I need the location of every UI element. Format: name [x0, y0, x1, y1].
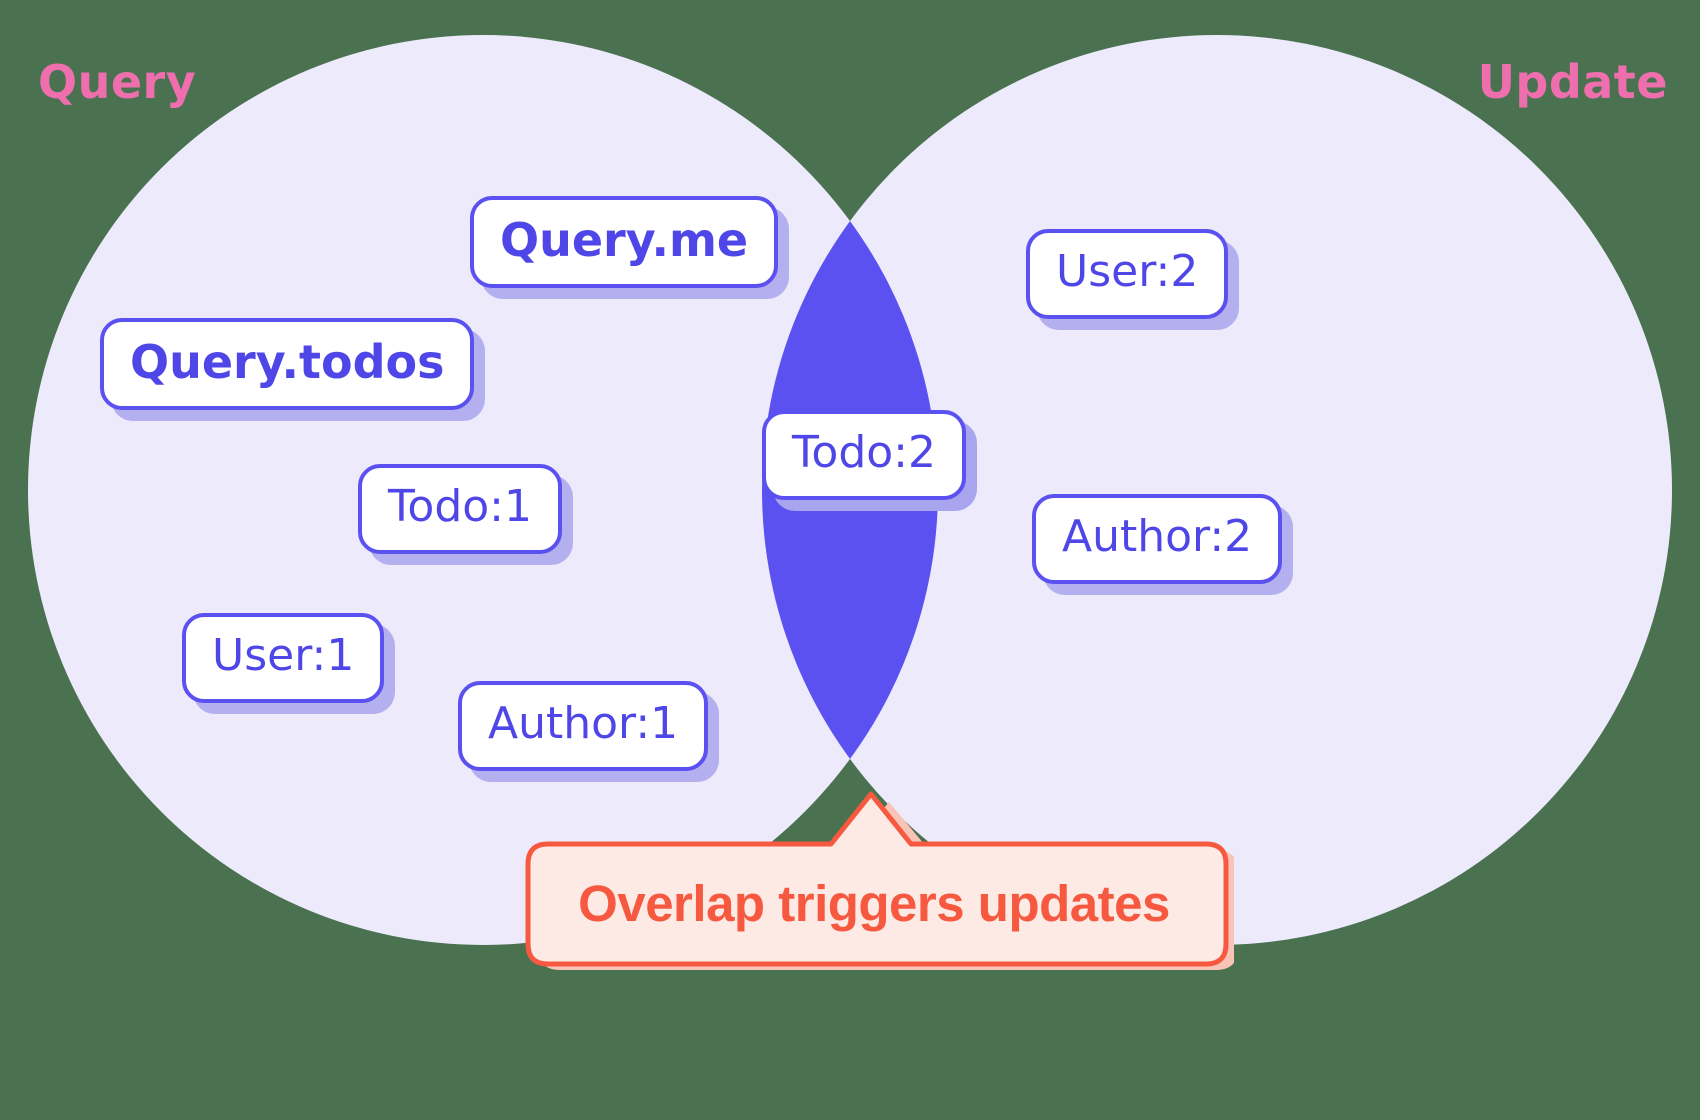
- pill-todo-1[interactable]: Todo:1: [358, 464, 562, 554]
- pill-query-me[interactable]: Query.me: [470, 196, 779, 288]
- set-label-update: Update: [1477, 55, 1668, 109]
- pill-author-2[interactable]: Author:2: [1032, 494, 1283, 584]
- set-label-query: Query: [38, 55, 197, 109]
- callout-text: Overlap triggers updates: [578, 875, 1170, 932]
- callout-shape: [525, 791, 1234, 970]
- circle-update: [762, 35, 1672, 945]
- pill-query-todos[interactable]: Query.todos: [100, 318, 475, 410]
- callout-overlap-note[interactable]: Overlap triggers updates: [524, 786, 1234, 986]
- pill-user-2[interactable]: User:2: [1026, 229, 1229, 319]
- pill-author-1[interactable]: Author:1: [458, 681, 709, 771]
- callout-body: [525, 791, 1229, 967]
- pill-user-1[interactable]: User:1: [182, 613, 385, 703]
- pill-todo-2[interactable]: Todo:2: [762, 410, 966, 500]
